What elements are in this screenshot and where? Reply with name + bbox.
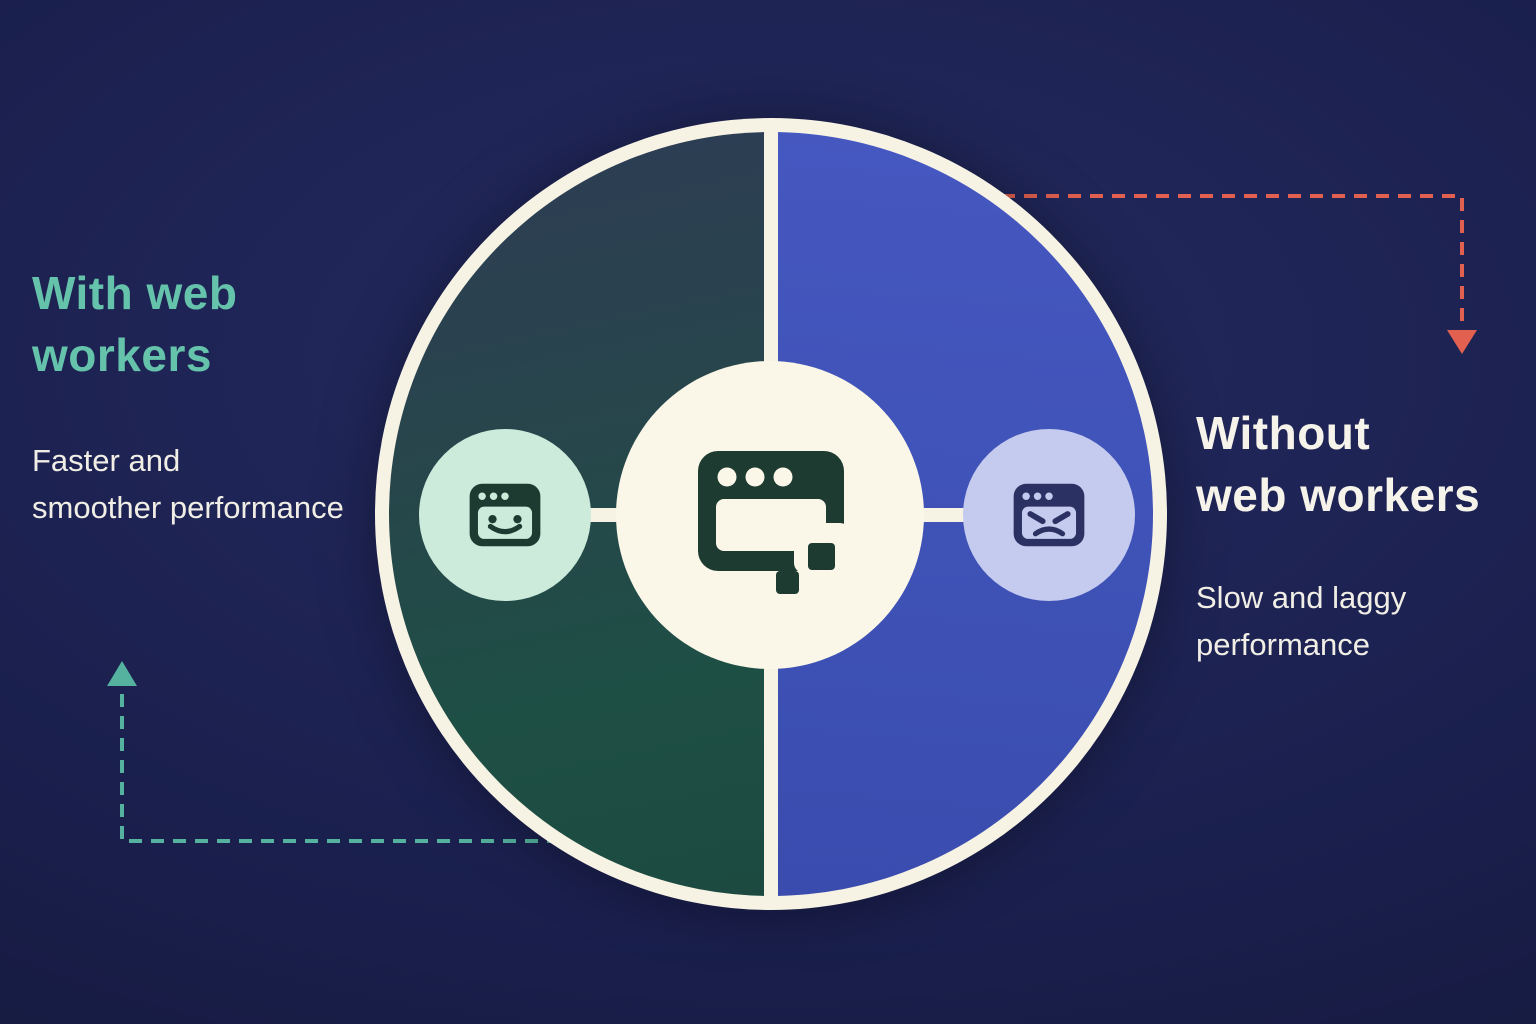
center-badge (616, 361, 924, 669)
without-heading-line2: web workers (1196, 469, 1481, 522)
without-desc-line2: performance (1196, 626, 1371, 662)
with-web-workers-description: Faster and smoother performance (32, 438, 344, 531)
with-desc-line2: smoother performance (32, 489, 344, 525)
with-desc-line1: Faster and (32, 443, 181, 478)
browser-window-icon (698, 451, 850, 594)
without-web-workers-heading: Without web workers (1196, 402, 1480, 526)
without-heading-line1: Without (1196, 407, 1371, 459)
happy-browser-badge (419, 429, 591, 601)
with-heading-line1: With web (32, 267, 238, 319)
comparison-circle (375, 118, 1167, 910)
with-heading-line2: workers (32, 329, 212, 382)
with-web-workers-heading: With web workers (32, 262, 237, 386)
without-web-workers-description: Slow and laggy performance (1196, 575, 1406, 668)
angry-browser-icon (1013, 483, 1085, 547)
happy-browser-icon (469, 483, 541, 547)
angry-browser-badge (963, 429, 1135, 601)
without-desc-line1: Slow and laggy (1196, 580, 1407, 615)
